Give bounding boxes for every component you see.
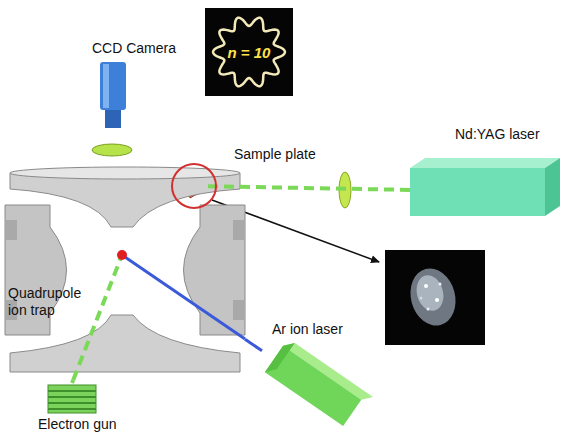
electron-beam — [72, 380, 73, 383]
electron-gun-shape — [40, 383, 105, 413]
gun-body — [48, 385, 96, 413]
gun-coil — [48, 396, 96, 398]
argon-laser-shape — [262, 345, 362, 425]
ion-trap: Quadrupole ion trap — [5, 165, 245, 380]
argon-beam — [122, 255, 245, 339]
gun-coil — [48, 408, 96, 410]
sample-plate-label: Sample plate — [234, 146, 316, 163]
argon-front-face — [265, 338, 295, 376]
gun-coil — [48, 390, 96, 392]
inset-label: n = 10 — [205, 8, 293, 96]
laser-box-shape — [410, 158, 560, 216]
argon-label: Ar ion laser — [272, 321, 343, 338]
particle-speckle — [435, 298, 439, 302]
particle-speckle — [420, 297, 423, 300]
camera-node: CCD Camera — [100, 62, 126, 128]
argon-beam — [245, 339, 262, 351]
laser-side-face — [545, 158, 560, 216]
laser-box: Nd:YAG laser — [410, 158, 560, 216]
ring-notch — [233, 220, 245, 240]
argon-laser: Ar ion laser — [262, 345, 362, 425]
ring-notch — [5, 220, 17, 240]
camera-body — [100, 62, 126, 110]
inset-background — [205, 8, 293, 96]
electron-gun: Electron gun — [40, 383, 105, 413]
particle-inset — [385, 250, 485, 345]
camera-lens — [92, 144, 132, 156]
gun-label: Electron gun — [38, 416, 117, 433]
laser-front-face — [410, 168, 545, 216]
endcap-rim — [10, 167, 240, 179]
ring-electrode — [184, 205, 246, 335]
gun-coil — [48, 402, 96, 404]
laser-label: Nd:YAG laser — [455, 126, 540, 143]
camera-node-shape — [100, 62, 126, 128]
focusing-lens — [339, 172, 351, 208]
inset-image: n = 10 — [205, 8, 293, 96]
electron-beam — [73, 255, 122, 380]
trapped-ion — [117, 250, 127, 260]
ring-notch — [233, 300, 245, 320]
trap-label: Quadrupole ion trap — [8, 285, 88, 319]
camera-nose — [105, 110, 121, 128]
camera-label: CCD Camera — [92, 40, 176, 57]
particle-speckle — [427, 308, 430, 311]
particle-highlight — [413, 272, 447, 314]
particle-speckle — [439, 283, 442, 286]
laser-top-face — [410, 158, 560, 168]
particle-image — [404, 263, 462, 330]
camera-highlight — [103, 64, 109, 108]
particle-speckle — [424, 284, 428, 288]
ion-trap-shape — [5, 165, 245, 380]
